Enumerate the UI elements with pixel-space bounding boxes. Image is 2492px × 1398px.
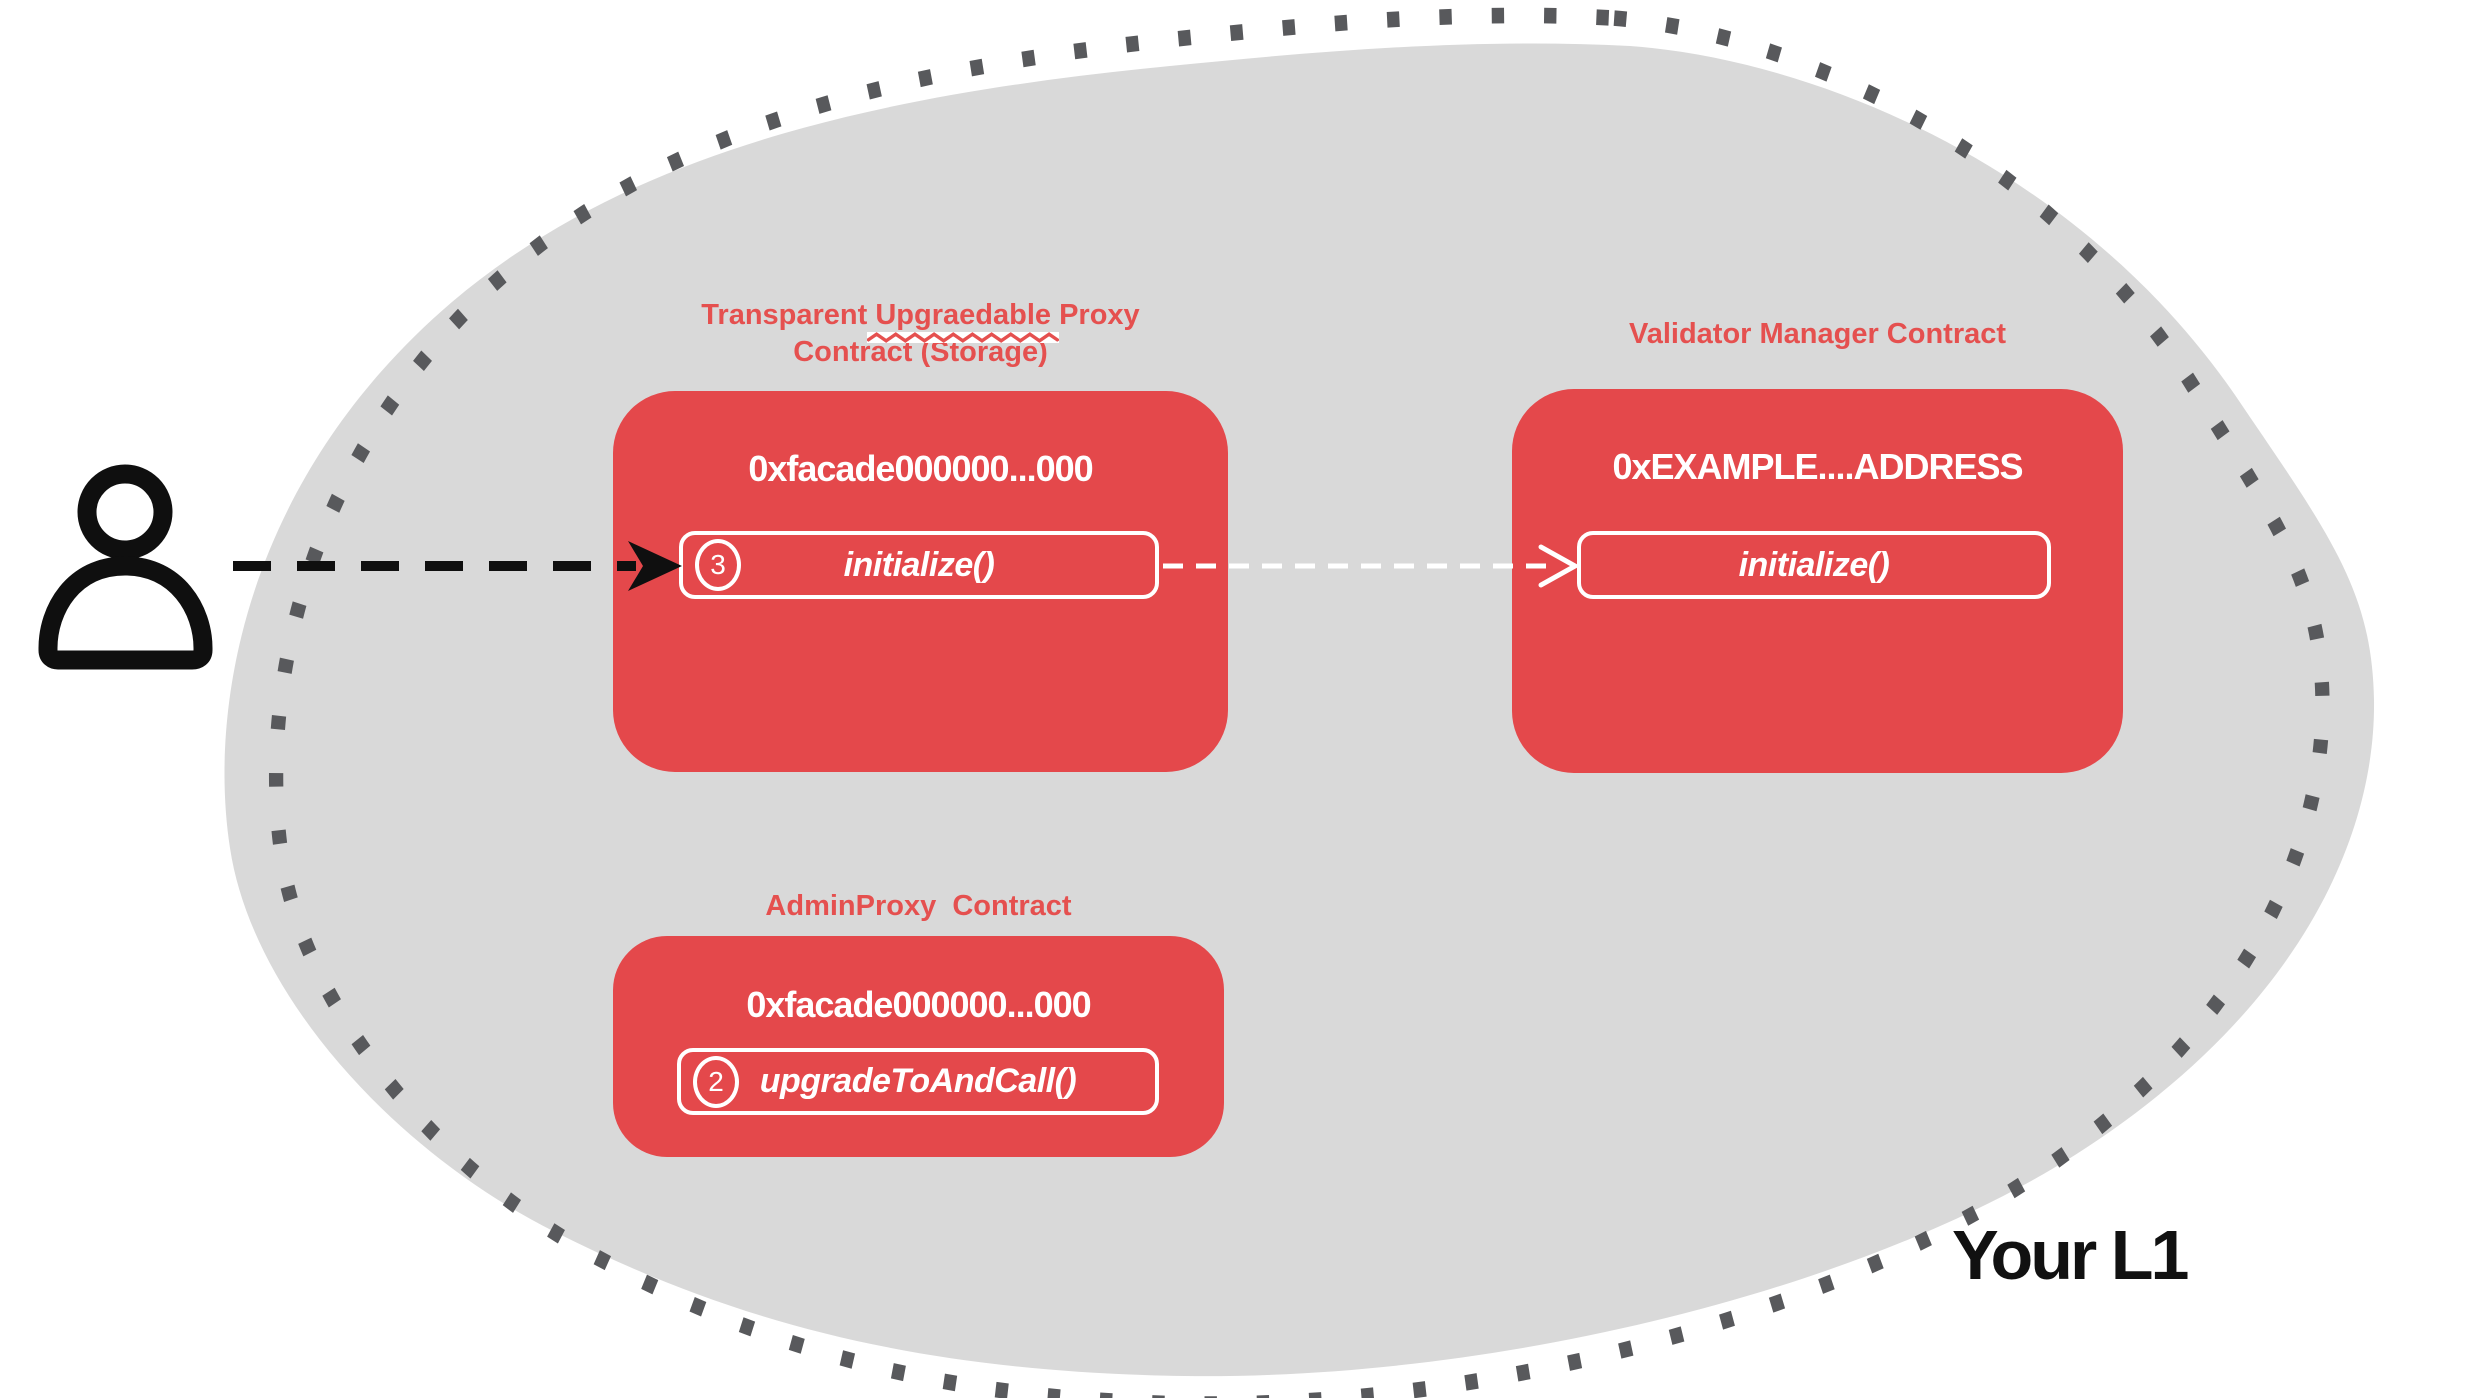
user-body-icon	[38, 556, 213, 670]
validator-contract-box: 0xEXAMPLE....ADDRESS initialize()	[1512, 389, 2123, 773]
admin-upgradetoandcall-label: upgradeToAndCall()	[759, 1062, 1077, 1100]
validator-contract-title: Validator Manager Contract	[1628, 318, 2007, 350]
admin-contract-box: 0xfacade000000...000 2 upgradeToAndCall(…	[613, 936, 1224, 1157]
admin-contract-address: 0xfacade000000...000	[746, 984, 1091, 1025]
user-icon	[38, 464, 213, 670]
proxy-initialize-label: initialize()	[843, 545, 995, 584]
proxy-initialize-button: 3 initialize()	[679, 531, 1159, 599]
admin-upgradetoandcall-button: 2 upgradeToAndCall()	[677, 1048, 1159, 1115]
step-3-badge: 3	[695, 539, 741, 591]
proxy-contract-title-line1: Transparent Upgraedable Proxy	[613, 297, 1228, 343]
proxy-contract-address: 0xfacade000000...000	[748, 448, 1093, 489]
validator-initialize-button: initialize()	[1577, 531, 2051, 599]
proxy-contract-box: 0xfacade000000...000 3 initialize()	[613, 391, 1228, 772]
misspelled-word: Upgraedable	[867, 297, 1060, 343]
spellcheck-squiggle-icon	[867, 332, 1060, 343]
user-head-icon	[77, 464, 173, 560]
admin-contract-title: AdminProxy Contract	[765, 890, 1072, 922]
your-l1-label: Your L1	[1952, 1216, 2189, 1294]
step-2-badge: 2	[693, 1055, 739, 1108]
proxy-contract-title: Transparent Upgraedable Proxy Contract (…	[613, 297, 1228, 371]
validator-initialize-label: initialize()	[1738, 545, 1890, 584]
validator-contract-address: 0xEXAMPLE....ADDRESS	[1612, 446, 2023, 487]
